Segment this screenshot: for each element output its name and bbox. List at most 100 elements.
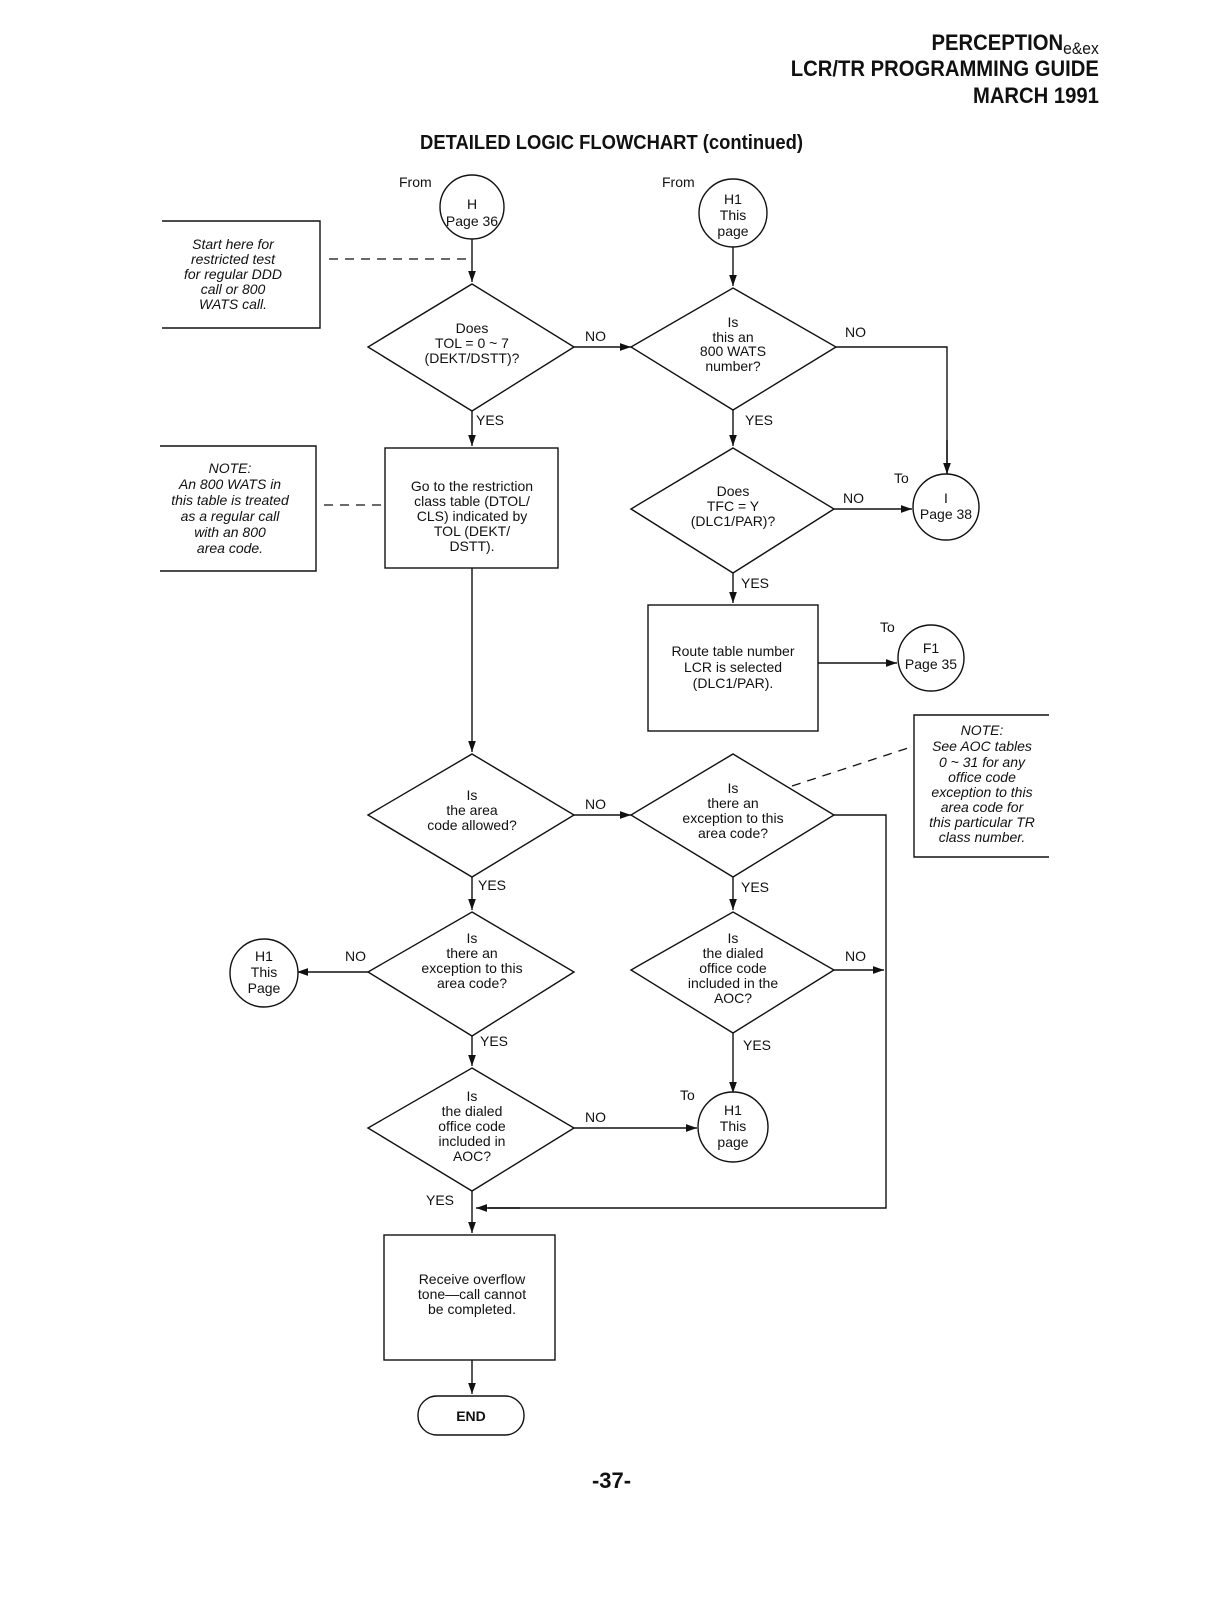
note-wats: NOTE: An 800 WATS in this table is treat… (160, 445, 317, 572)
connector-h1-line: This (251, 964, 277, 980)
decision-line: exception to this (421, 960, 522, 976)
from-label: From (399, 174, 432, 190)
terminal-end: END (417, 1395, 525, 1436)
note-aoc: NOTE: See AOC tables 0 ~ 31 for any offi… (913, 714, 1049, 858)
decision-line: the area (446, 802, 498, 818)
process-route: Route table number LCR is selected (DLC1… (647, 604, 819, 732)
connector-h1-left: H1 This Page (229, 938, 299, 1008)
connector-f1-exit: To F1 Page 35 (880, 619, 965, 692)
no-label: NO (345, 948, 366, 964)
process-line: tone—call cannot (418, 1286, 526, 1302)
note-aoc-line: this particular TR (929, 814, 1035, 830)
note-aoc-line: 0 ~ 31 for any (939, 754, 1026, 770)
header-product-name: PERCEPTION (931, 30, 1064, 55)
decision-line: AOC? (714, 990, 752, 1006)
flow-lines (297, 238, 951, 1394)
decision-line: Is (728, 780, 739, 796)
connector-h-page: Page 36 (446, 213, 498, 229)
connector-h1-entry: From H1 This page (662, 174, 768, 248)
note-aoc-line: NOTE: (961, 722, 1004, 738)
header-product-suffix: e&ex (1063, 39, 1099, 58)
note-start-line: restricted test (191, 251, 276, 267)
decision-tol: Does TOL = 0 ~ 7 (DEKT/DSTT)? (366, 283, 576, 412)
note-wats-line: this table is treated (171, 492, 290, 508)
connector-h1-bottom: To H1 This page (680, 1087, 769, 1163)
no-label: NO (845, 324, 866, 340)
decision-line: this an (712, 329, 753, 345)
header-date: MARCH 1991 (973, 83, 1099, 108)
connector-i-page: Page 38 (920, 506, 972, 522)
note-start-line: for regular DDD (184, 266, 282, 282)
process-line: Route table number (672, 643, 795, 659)
decision-line: the dialed (442, 1103, 503, 1119)
note-wats-line: as a regular call (181, 508, 281, 524)
decision-line: included in the (688, 975, 779, 991)
decision-line: code allowed? (427, 817, 517, 833)
connector-h-letter: H (467, 196, 477, 212)
decision-line: the dialed (703, 945, 764, 961)
connector-h1-letter: H1 (724, 1102, 742, 1118)
process-line: (DLC1/PAR). (693, 675, 774, 691)
decision-tfc: Does TFC = Y (DLC1/PAR)? (629, 447, 836, 574)
decision-800-wats: Is this an 800 WATS number? (629, 287, 838, 411)
note-wats-line: area code. (197, 540, 263, 556)
header-product: PERCEPTIONe&ex (932, 30, 1099, 61)
connector-f1-letter: F1 (923, 640, 940, 656)
decision-line: Is (728, 930, 739, 946)
decision-exception-left: Is there an exception to this area code? (366, 911, 576, 1037)
decision-line: Is (467, 787, 478, 803)
yes-label: YES (743, 1037, 771, 1053)
process-line: TOL (DEKT/ (434, 523, 510, 539)
note-connectors (324, 258, 909, 787)
yes-label: YES (480, 1033, 508, 1049)
to-label: To (880, 619, 895, 635)
yes-label: YES (741, 879, 769, 895)
connector-h1-line: This (720, 207, 746, 223)
decision-line: included in (439, 1133, 506, 1149)
decision-line: office code (699, 960, 767, 976)
decision-exception-right: Is there an exception to this area code? (629, 753, 836, 878)
decision-line: Does (456, 320, 489, 336)
connector-h1-letter: H1 (255, 948, 273, 964)
connector-h1-line: page (717, 1134, 748, 1150)
decision-aoc-right: Is the dialed office code included in th… (629, 911, 836, 1034)
decision-line: exception to this (682, 810, 783, 826)
note-aoc-line: office code (948, 769, 1016, 785)
connector-h1-line: Page (248, 980, 281, 996)
decision-line: 800 WATS (700, 343, 766, 359)
no-label: NO (585, 328, 606, 344)
connector-h1-letter: H1 (724, 191, 742, 207)
note-aoc-line: area code for (941, 799, 1025, 815)
yes-label: YES (745, 412, 773, 428)
process-restriction: Go to the restriction class table (DTOL/… (384, 447, 559, 569)
note-aoc-line: exception to this (931, 784, 1032, 800)
note-aoc-line: See AOC tables (932, 738, 1032, 754)
end-label: END (456, 1408, 486, 1424)
yes-label: YES (741, 575, 769, 591)
process-overflow: Receive overflow tone—call cannot be com… (383, 1234, 556, 1361)
decision-line: there an (446, 945, 497, 961)
connector-h-entry: From H Page 36 (399, 174, 505, 240)
decision-line: Does (717, 483, 750, 499)
flowchart-title: DETAILED LOGIC FLOWCHART (continued) (420, 132, 803, 154)
from-label: From (662, 174, 695, 190)
decision-line: number? (705, 358, 760, 374)
note-start-line: WATS call. (199, 296, 267, 312)
process-line: Go to the restriction (411, 478, 533, 494)
decision-line: Is (467, 930, 478, 946)
decision-line: area code? (698, 825, 768, 841)
decision-line: Is (728, 314, 739, 330)
to-label: To (894, 470, 909, 486)
note-start-line: Start here for (192, 236, 275, 252)
no-label: NO (843, 490, 864, 506)
process-line: class table (DTOL/ (414, 493, 530, 509)
note-aoc-line: class number. (939, 829, 1026, 845)
note-wats-line: An 800 WATS in (178, 476, 281, 492)
header-guide: LCR/TR PROGRAMMING GUIDE (790, 56, 1099, 81)
decision-aoc-left: Is the dialed office code included in AO… (366, 1067, 576, 1192)
connector-h1-line: page (717, 223, 748, 239)
note-start: Start here for restricted test for regul… (162, 220, 321, 329)
yes-label: YES (476, 412, 504, 428)
connector-f1-page: Page 35 (905, 656, 957, 672)
process-line: DSTT). (449, 538, 494, 554)
